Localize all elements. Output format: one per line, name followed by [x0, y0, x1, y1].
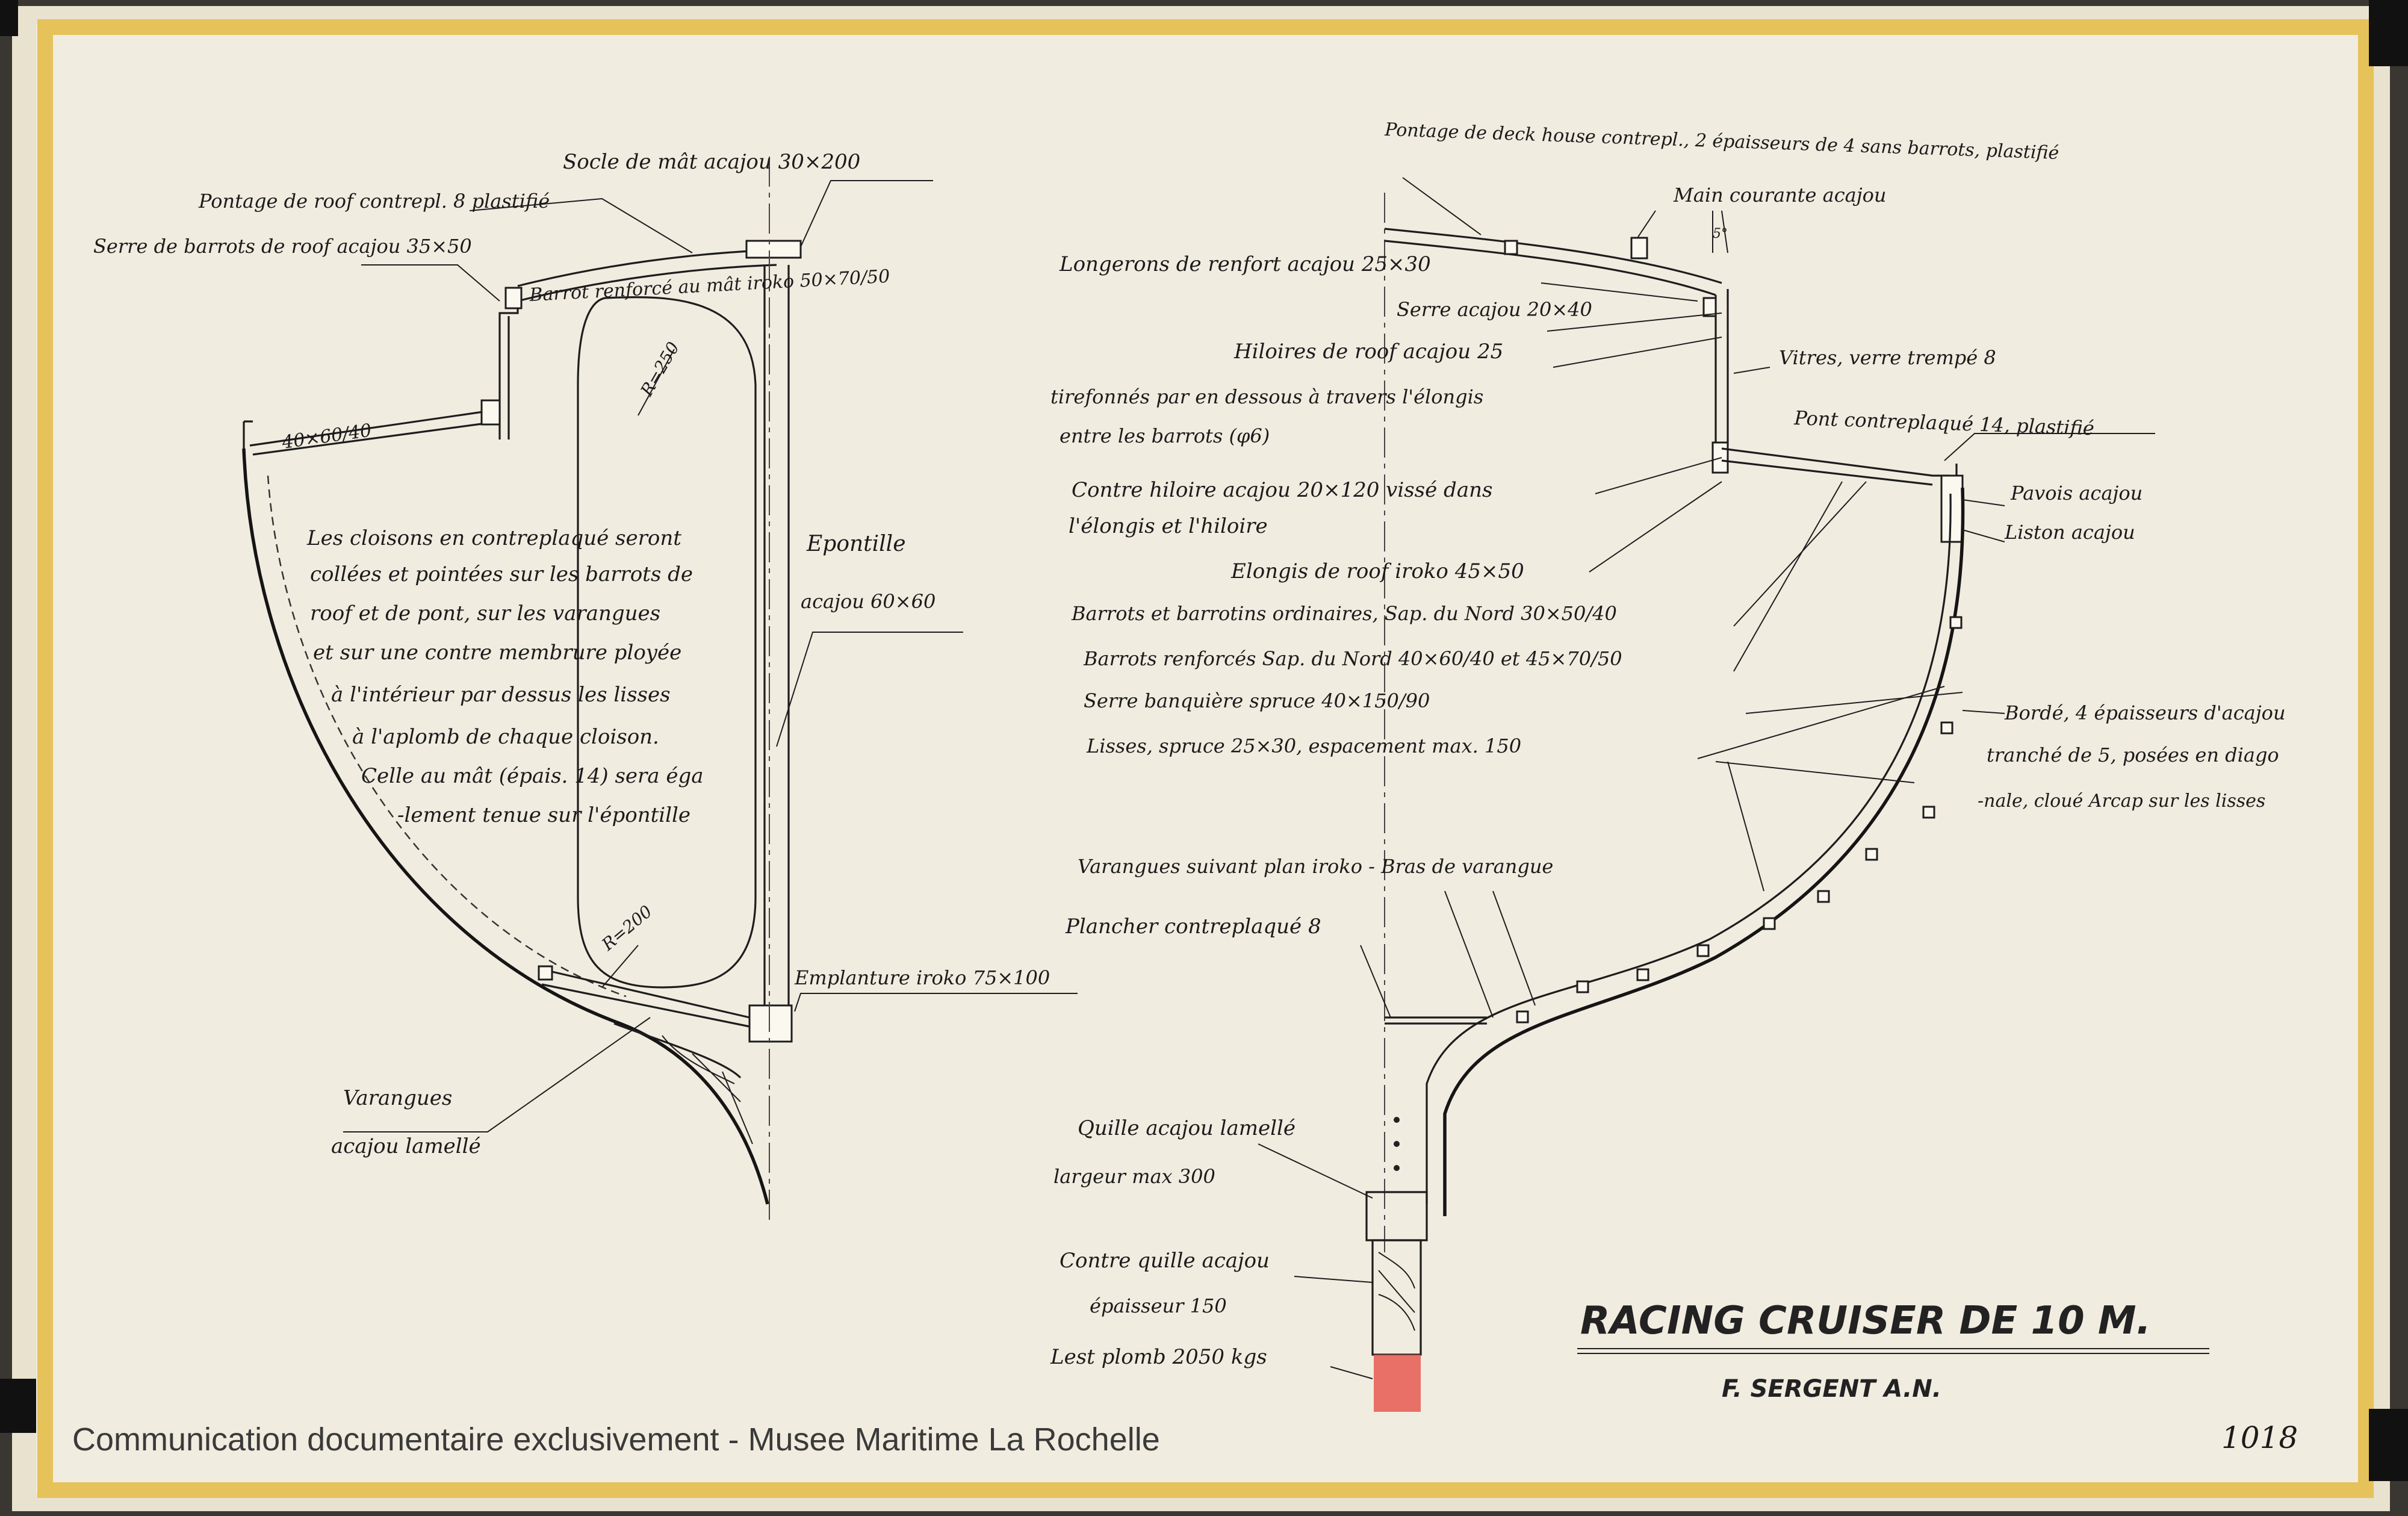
label-varangues-acajou: acajou lamellé: [331, 1134, 481, 1158]
label-socle-mat: Socle de mât acajou 30×200: [563, 150, 860, 174]
note-line: roof et de pont, sur les varangues: [310, 601, 660, 626]
tape-border: [37, 19, 2374, 1498]
label-pavois: Pavois acajou: [2010, 482, 2143, 505]
label-plancher: Plancher contreplaqué 8: [1065, 915, 1321, 939]
note-line: Les cloisons en contreplaqué seront: [306, 526, 681, 550]
label-elongis: Elongis de roof iroko 45×50: [1230, 559, 1524, 583]
label-angle: 5°: [1713, 226, 1728, 241]
label-lest: Lest plomb 2050 kgs: [1050, 1345, 1267, 1369]
label-tirefonne-2: entre les barrots (φ6): [1060, 424, 1270, 447]
drawing-author: F. SERGENT A.N.: [1722, 1375, 1941, 1403]
label-tirefonne-1: tirefonnés par en dessous à travers l'él…: [1050, 385, 1483, 408]
label-serre-barrots: Serre de barrots de roof acajou 35×50: [93, 235, 472, 258]
note-line: -lement tenue sur l'épontille: [397, 803, 690, 827]
left-labels: Socle de mât acajou 30×200 Pontage de ro…: [93, 150, 1050, 1158]
clip-top-right: [2369, 0, 2408, 66]
label-serre-banquiere: Serre banquière spruce 40×150/90: [1084, 689, 1430, 712]
label-contre-quille-2: épaisseur 150: [1090, 1294, 1227, 1317]
label-main-courante: Main courante acajou: [1673, 184, 1886, 207]
label-pontage-roof: Pontage de roof contrepl. 8 plastifié: [198, 190, 550, 213]
clip-bottom-left: [0, 1379, 36, 1433]
watermark-text: Communication documentaire exclusivement…: [72, 1421, 1160, 1458]
label-emplanture: Emplanture iroko 75×100: [794, 966, 1050, 989]
label-varangues-plan: Varangues suivant plan iroko - Bras de v…: [1078, 855, 1553, 878]
label-epontille: Epontille: [806, 532, 906, 556]
label-borde-1: Bordé, 4 épaisseurs d'acajou: [2004, 701, 2286, 724]
label-barrots-renforces: Barrots renforcés Sap. du Nord 40×60/40 …: [1083, 647, 1622, 670]
label-vitres: Vitres, verre trempé 8: [1779, 346, 1996, 369]
drawing-number: 1018: [2221, 1420, 2298, 1455]
label-borde-3: -nale, cloué Arcap sur les lisses: [1978, 791, 2265, 812]
label-longerons: Longerons de renfort acajou 25×30: [1059, 252, 1431, 276]
title-block: RACING CRUISER DE 10 M. F. SERGENT A.N. …: [1577, 1299, 2298, 1455]
label-epontille-size: acajou 60×60: [801, 590, 936, 613]
note-line: à l'aplomb de chaque cloison.: [352, 725, 659, 749]
label-varangues: Varangues: [343, 1086, 452, 1110]
label-contre-hiloire-2: l'élongis et l'hiloire: [1069, 514, 1268, 538]
left-section-drawing: [242, 157, 1078, 1222]
note-line: à l'intérieur par dessus les lisses: [331, 683, 671, 707]
label-lisses: Lisses, spruce 25×30, espacement max. 15…: [1086, 735, 1521, 757]
label-contre-quille-1: Contre quille acajou: [1060, 1249, 1270, 1273]
note-line: collées et pointées sur les barrots de: [310, 562, 693, 586]
label-borde-2: tranché de 5, posées en diago: [1987, 744, 2279, 766]
right-section-drawing: [1258, 177, 2155, 1412]
label-quille-1: Quille acajou lamellé: [1078, 1116, 1296, 1140]
label-contre-hiloire-1: Contre hiloire acajou 20×120 vissé dans: [1072, 478, 1492, 502]
label-quille-2: largeur max 300: [1054, 1165, 1215, 1188]
note-line: Celle au mât (épais. 14) sera éga: [361, 764, 704, 788]
label-liston: Liston acajou: [2004, 521, 2135, 544]
lead-ballast: [1374, 1355, 1421, 1412]
note-line: et sur une contre membrure ployée: [313, 641, 681, 665]
label-hiloires: Hiloires de roof acajou 25: [1233, 340, 1503, 364]
clip-bottom-right: [2369, 1409, 2408, 1481]
label-serre: Serre acajou 20×40: [1397, 298, 1592, 321]
drawing-title: RACING CRUISER DE 10 M.: [1580, 1299, 2151, 1343]
label-barrots-ordinaires: Barrots et barrotins ordinaires, Sap. du…: [1071, 602, 1617, 625]
